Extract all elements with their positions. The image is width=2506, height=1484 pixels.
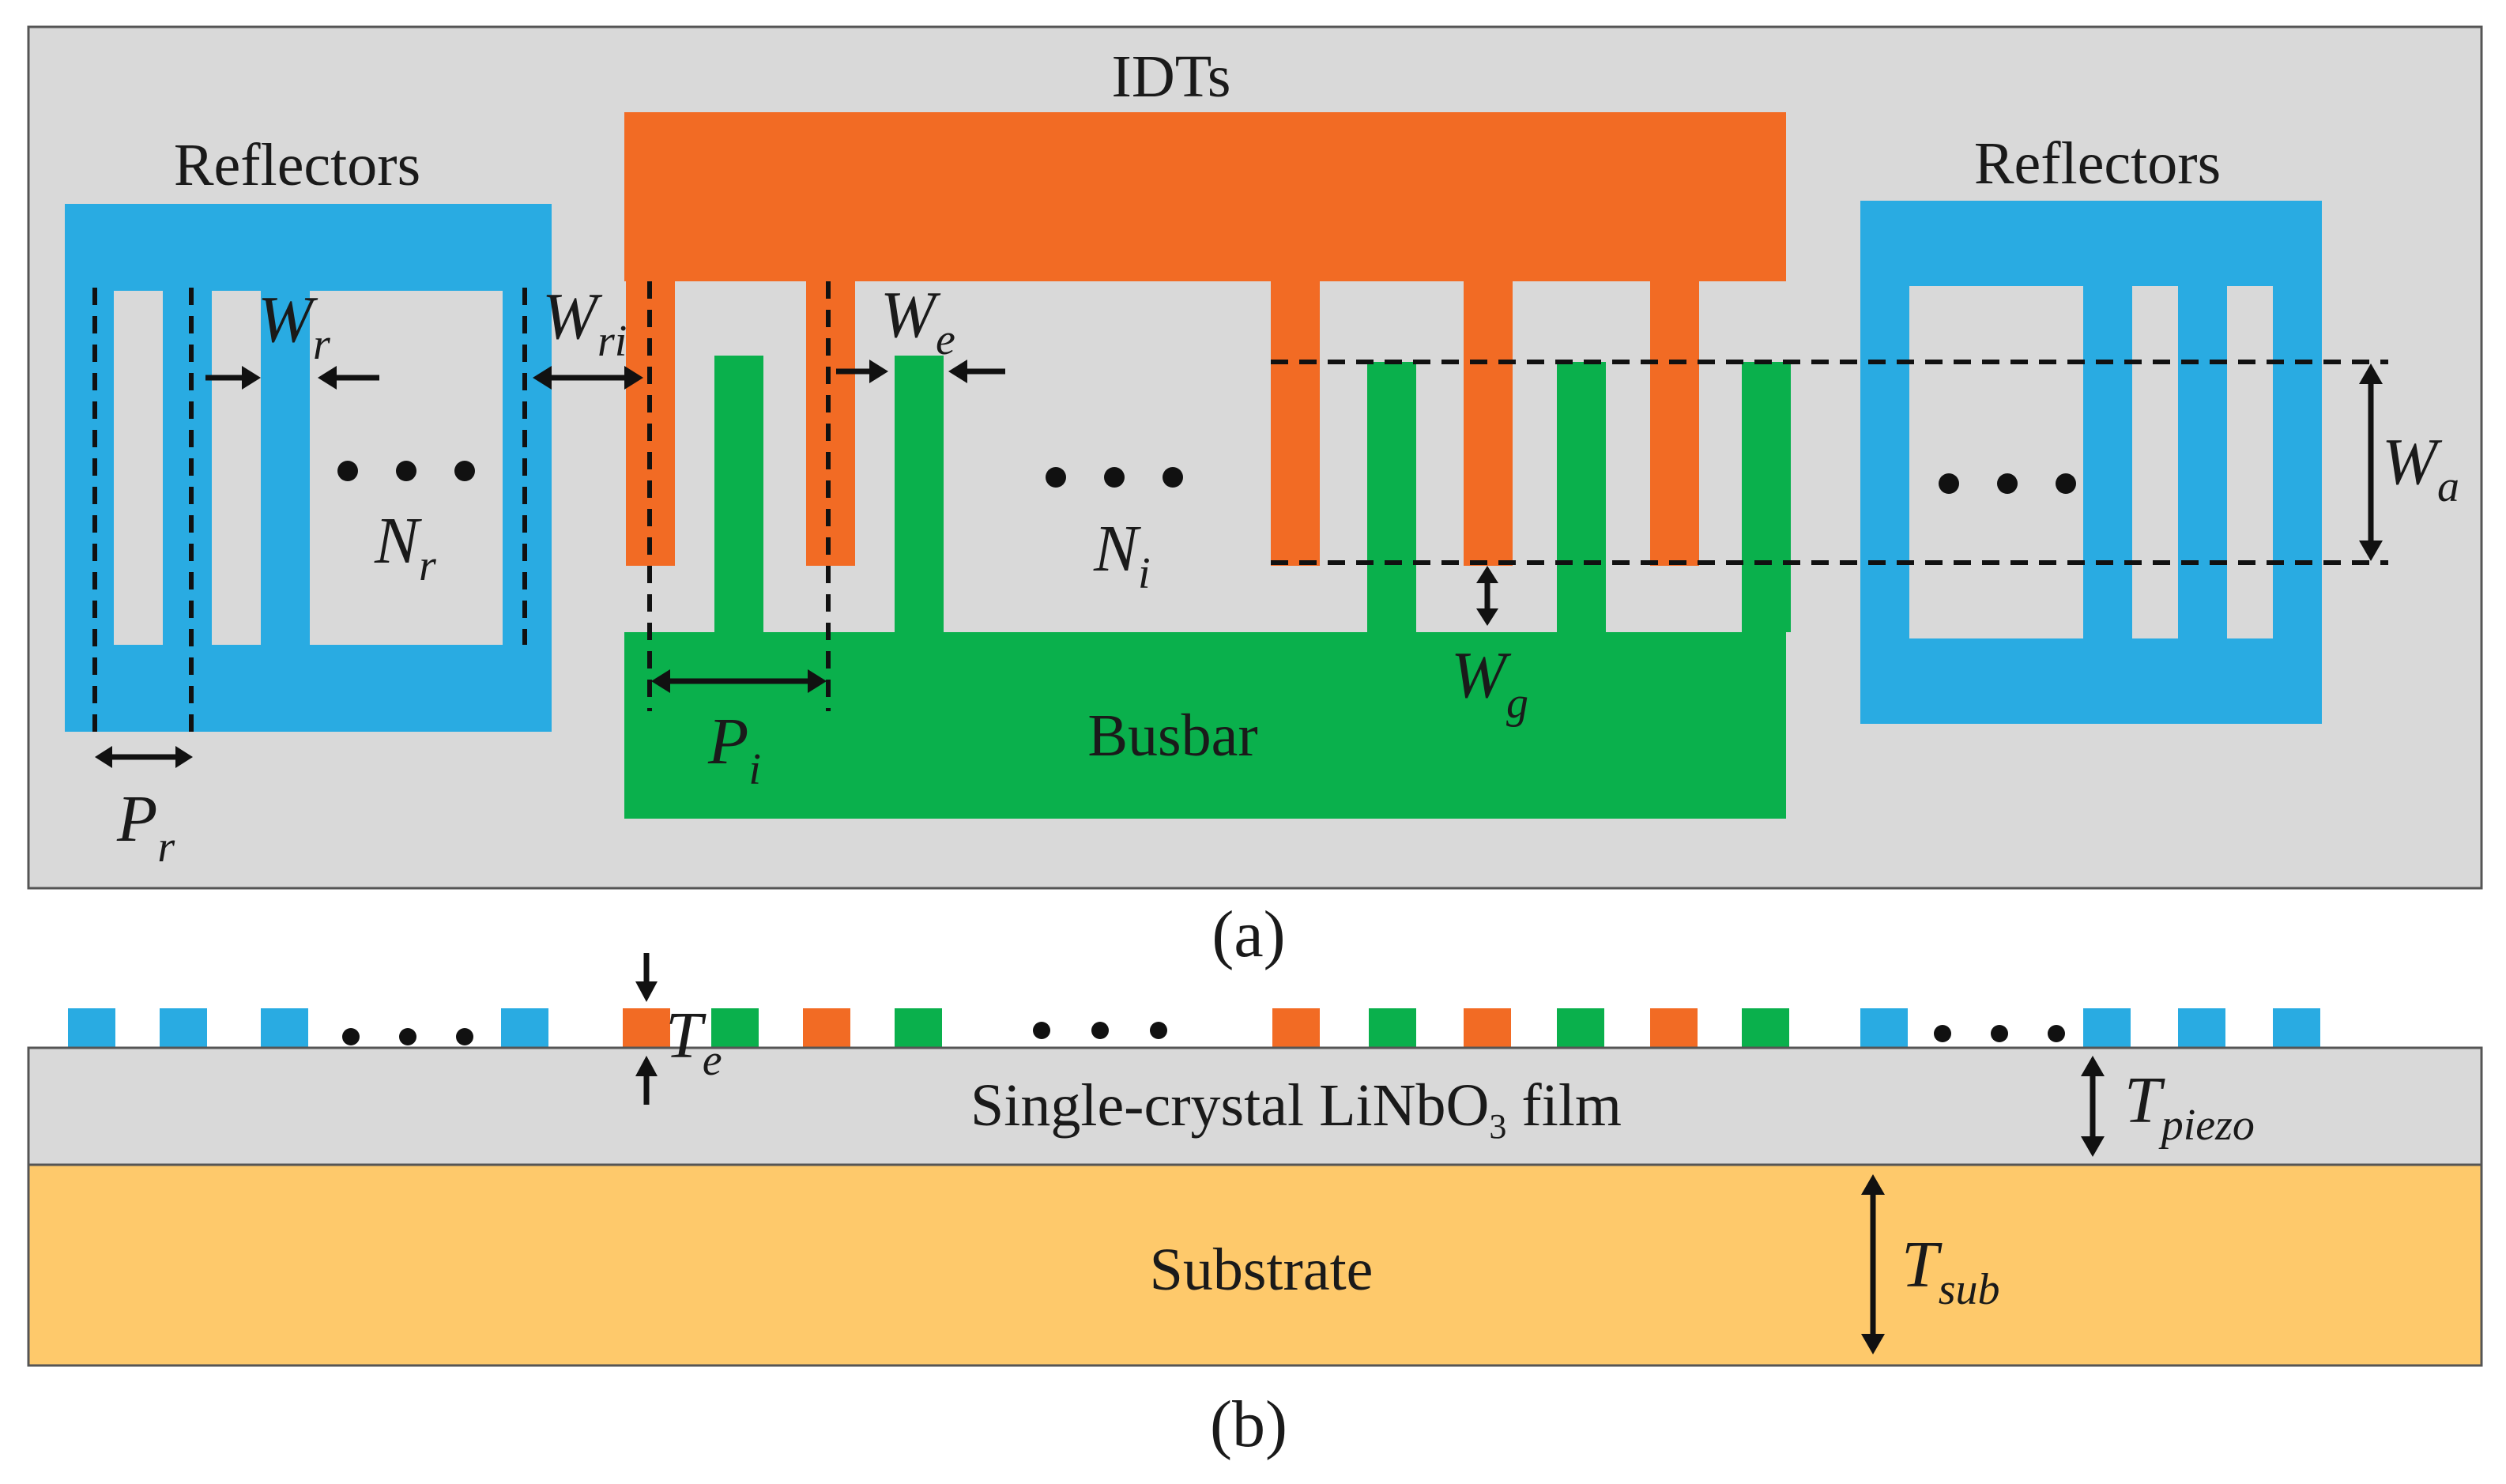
left-reflector-strip bbox=[163, 204, 212, 732]
idt-bottom-finger bbox=[1557, 362, 1606, 632]
right-reflector-strip bbox=[2083, 201, 2132, 724]
right-reflector-strip bbox=[1860, 201, 1909, 724]
right-reflector-strip bbox=[2178, 201, 2227, 724]
substrate-layer bbox=[27, 1163, 2483, 1367]
reflector-strip-section bbox=[68, 1008, 115, 1048]
idt-bottom-finger bbox=[895, 356, 944, 632]
tpiezo-arrow bbox=[2081, 1056, 2105, 1157]
caption-a: (a) bbox=[1212, 898, 1285, 971]
caption-b: (b) bbox=[1210, 1388, 1287, 1461]
symbol-wa: Wa bbox=[2382, 425, 2459, 511]
symbol-wr: Wr bbox=[258, 283, 330, 369]
idt-bottom-finger bbox=[714, 356, 763, 632]
dimension-arrows bbox=[95, 360, 2383, 768]
idt-top-finger bbox=[1464, 281, 1513, 566]
reflector-strip-section bbox=[1860, 1008, 1908, 1048]
idt-top-strip-section bbox=[1464, 1008, 1511, 1048]
symbol-pr: Pr bbox=[116, 782, 175, 872]
left-reflector-strip bbox=[65, 204, 114, 732]
label-reflectors-right: Reflectors bbox=[1974, 130, 2221, 197]
idt-bottom-finger bbox=[1742, 362, 1791, 632]
electrode-cross-sections bbox=[68, 1008, 2320, 1048]
idt-bottom-strip-section bbox=[1369, 1008, 1416, 1048]
idt-top-finger bbox=[1271, 281, 1320, 566]
substrate-label: Substrate bbox=[1150, 1237, 1374, 1303]
idt-top-bar bbox=[624, 112, 1786, 281]
idt-bottom-strip-section bbox=[711, 1008, 759, 1048]
reflector-strip-section bbox=[501, 1008, 548, 1048]
symbol-te: Te bbox=[665, 999, 722, 1085]
film-label: Single-crystal LiNbO3 film bbox=[970, 1072, 1622, 1146]
cross-section-ellipsis bbox=[342, 1022, 2065, 1045]
reflector-strip-section bbox=[261, 1008, 308, 1048]
left-reflector-strip bbox=[261, 204, 310, 732]
label-busbar: Busbar bbox=[1087, 702, 1257, 769]
tsub-arrow bbox=[1861, 1174, 1885, 1354]
label-idts: IDTs bbox=[1112, 43, 1231, 110]
idt-bottom-finger bbox=[1367, 362, 1416, 632]
label-reflectors-left: Reflectors bbox=[174, 132, 420, 198]
piezo-film-layer bbox=[27, 1046, 2483, 1166]
idt-top-strip-section bbox=[1272, 1008, 1320, 1048]
panel-b: Single-crystal LiNbO3 film Substrate Te … bbox=[27, 953, 2483, 1461]
reflector-strip-section bbox=[2178, 1008, 2225, 1048]
te-arrows bbox=[635, 953, 658, 1105]
idt-top-strip-section bbox=[623, 1008, 670, 1048]
symbol-wri: Wri bbox=[542, 280, 627, 366]
reflector-strip-section bbox=[2273, 1008, 2320, 1048]
idt-top-strip-section bbox=[803, 1008, 850, 1048]
symbol-pi: Pi bbox=[707, 705, 761, 794]
reflector-strip-section bbox=[2083, 1008, 2131, 1048]
symbol-tpiezo: Tpiezo bbox=[2124, 1064, 2255, 1150]
panel-a: Reflectors Reflectors IDTs Busbar Wr Wri… bbox=[27, 25, 2483, 971]
idt-bottom-strip-section bbox=[1742, 1008, 1789, 1048]
symbol-nr: Nr bbox=[374, 504, 436, 590]
symbol-tsub: Tsub bbox=[1901, 1228, 2000, 1314]
right-reflector bbox=[1860, 201, 2322, 724]
reflector-strip-section bbox=[160, 1008, 207, 1048]
symbol-wg: Wg bbox=[1451, 638, 1528, 728]
ellipsis-dots bbox=[337, 461, 2076, 494]
busbar bbox=[624, 632, 1786, 819]
symbol-we: We bbox=[880, 278, 955, 364]
dimension-guides bbox=[92, 281, 2388, 743]
idt-top-finger bbox=[1650, 281, 1699, 566]
right-reflector-strip bbox=[2273, 201, 2322, 724]
idt-bottom-electrode bbox=[624, 356, 1791, 819]
idt-top-strip-section bbox=[1650, 1008, 1698, 1048]
idt-bottom-strip-section bbox=[1557, 1008, 1604, 1048]
symbol-ni: Ni bbox=[1093, 512, 1151, 598]
idt-bottom-strip-section bbox=[895, 1008, 942, 1048]
left-reflector bbox=[65, 204, 552, 732]
